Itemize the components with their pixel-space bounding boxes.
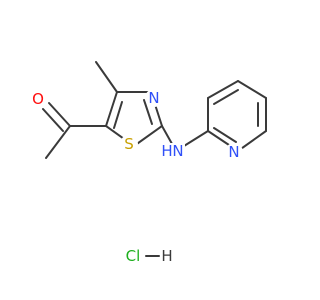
bond-c5-c4-double	[113, 101, 123, 129]
thiazole-nitrogen-atom: N	[145, 89, 163, 107]
bond-carbonyl-oxygen-double	[42, 108, 64, 132]
amine-h-label: H	[161, 142, 172, 160]
bond-n3-c2-double	[143, 99, 153, 125]
amine-nitrogen-atom: H N	[158, 142, 185, 160]
sulfur-atom: S	[120, 135, 138, 153]
sulfur-label: S	[124, 135, 134, 153]
oxygen-atom: O	[29, 90, 47, 108]
bond-py-n-c2-double	[213, 127, 237, 143]
bond-py-c6-n	[237, 130, 267, 152]
chlorine-label: Cl	[126, 247, 141, 265]
thiazole-nitrogen-label: N	[148, 89, 159, 107]
bond-c4-methyl	[95, 61, 118, 93]
bond-py-c4-c5	[237, 80, 267, 99]
pyridine-nitrogen-label: N	[228, 143, 239, 161]
chemical-structure-diagram: O N S H N N Cl H	[29, 61, 267, 265]
bond-carbonyl-oxygen	[48, 102, 71, 127]
oxygen-label: O	[32, 90, 44, 108]
bond-methyl-carbonyl	[45, 125, 71, 159]
bond-py-c3-c4	[207, 80, 239, 99]
pyridine-nitrogen-atom: N	[225, 143, 243, 161]
amine-n-label: N	[172, 142, 183, 160]
bond-c2-s1	[133, 125, 163, 147]
salt-hydrogen-label: H	[161, 247, 172, 265]
bond-c5-c4	[105, 91, 118, 127]
hydrochloride-salt: Cl H	[126, 247, 173, 265]
bond-py-c3-c4-double	[213, 89, 239, 105]
